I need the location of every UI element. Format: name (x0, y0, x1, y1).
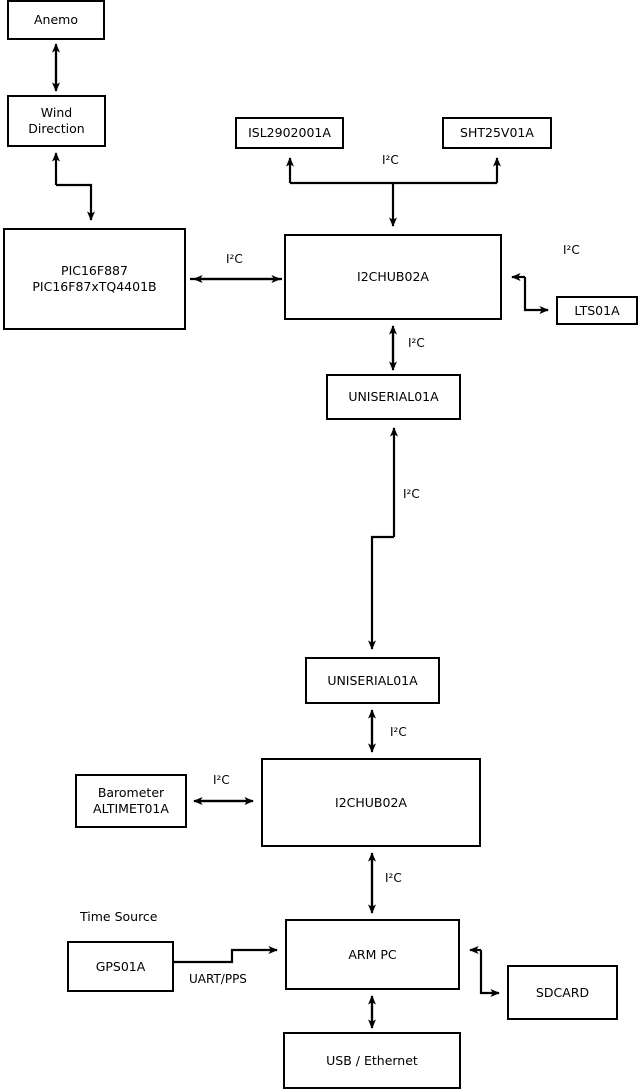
node-usb-ethernet[interactable]: USB / Ethernet (283, 1032, 461, 1089)
node-arm-pc-label: ARM PC (348, 946, 397, 962)
edge-label-i2c-hub2-armpc: I²C (385, 871, 402, 885)
node-i2chub02a-bottom-label: I2CHUB02A (335, 794, 407, 810)
node-i2chub02a-bottom[interactable]: I2CHUB02A (261, 758, 481, 847)
edge-uniserial-link-down (368, 535, 394, 650)
node-isl2902001a-label: ISL2902001A (248, 125, 331, 140)
edge-winddirection-pic-jog (56, 183, 95, 221)
node-anemo[interactable]: Anemo (7, 0, 105, 40)
node-barometer-altimet01a[interactable]: Barometer ALTIMET01A (75, 774, 187, 828)
node-gps01a[interactable]: GPS01A (67, 941, 174, 992)
node-pic-microcontroller-label: PIC16F887 PIC16F87xTQ4401B (32, 263, 157, 294)
node-usb-ethernet-label: USB / Ethernet (326, 1052, 418, 1068)
label-time-source: Time Source (80, 909, 158, 924)
edge-label-i2c-sensors-top: I²C (382, 153, 399, 167)
edge-label-i2c-pic-hub: I²C (226, 252, 243, 266)
edge-label-i2c-uniserial-link: I²C (403, 487, 420, 501)
node-sht25v01a[interactable]: SHT25V01A (442, 117, 552, 149)
edge-lts-step (523, 277, 549, 314)
node-anemo-label: Anemo (34, 12, 78, 27)
node-sdcard-label: SDCARD (535, 984, 590, 1000)
node-wind-direction[interactable]: Wind Direction (7, 95, 106, 147)
node-lts01a[interactable]: LTS01A (556, 296, 638, 325)
edge-label-i2c-barometer-hub2: I²C (213, 773, 230, 787)
edge-label-i2c-hub-lts: I²C (563, 243, 580, 257)
node-sdcard[interactable]: SDCARD (507, 965, 618, 1020)
node-sht25v01a-label: SHT25V01A (460, 125, 534, 140)
node-i2chub02a-top[interactable]: I2CHUB02A (284, 234, 502, 320)
node-gps01a-label: GPS01A (95, 958, 146, 974)
node-uniserial01a-lower[interactable]: UNISERIAL01A (305, 657, 440, 704)
edge-label-i2c-uniserial-hub2: I²C (390, 725, 407, 739)
node-uniserial01a-lower-label: UNISERIAL01A (327, 672, 418, 688)
edge-sdcard-step (479, 950, 500, 997)
node-arm-pc[interactable]: ARM PC (285, 919, 460, 990)
node-i2chub02a-top-label: I2CHUB02A (357, 269, 429, 284)
node-lts01a-label: LTS01A (574, 302, 620, 318)
edge-label-i2c-hub-uniserial: I²C (408, 336, 425, 350)
node-wind-direction-label: Wind Direction (28, 105, 85, 136)
node-uniserial01a-upper-label: UNISERIAL01A (348, 389, 439, 404)
node-barometer-altimet01a-label: Barometer ALTIMET01A (93, 785, 169, 816)
node-isl2902001a[interactable]: ISL2902001A (235, 117, 344, 149)
node-uniserial01a-upper[interactable]: UNISERIAL01A (326, 374, 461, 420)
edge-label-uart-pps: UART/PPS (189, 972, 247, 986)
edge-gps-armpc (174, 946, 278, 964)
node-pic-microcontroller[interactable]: PIC16F887 PIC16F87xTQ4401B (3, 228, 186, 330)
